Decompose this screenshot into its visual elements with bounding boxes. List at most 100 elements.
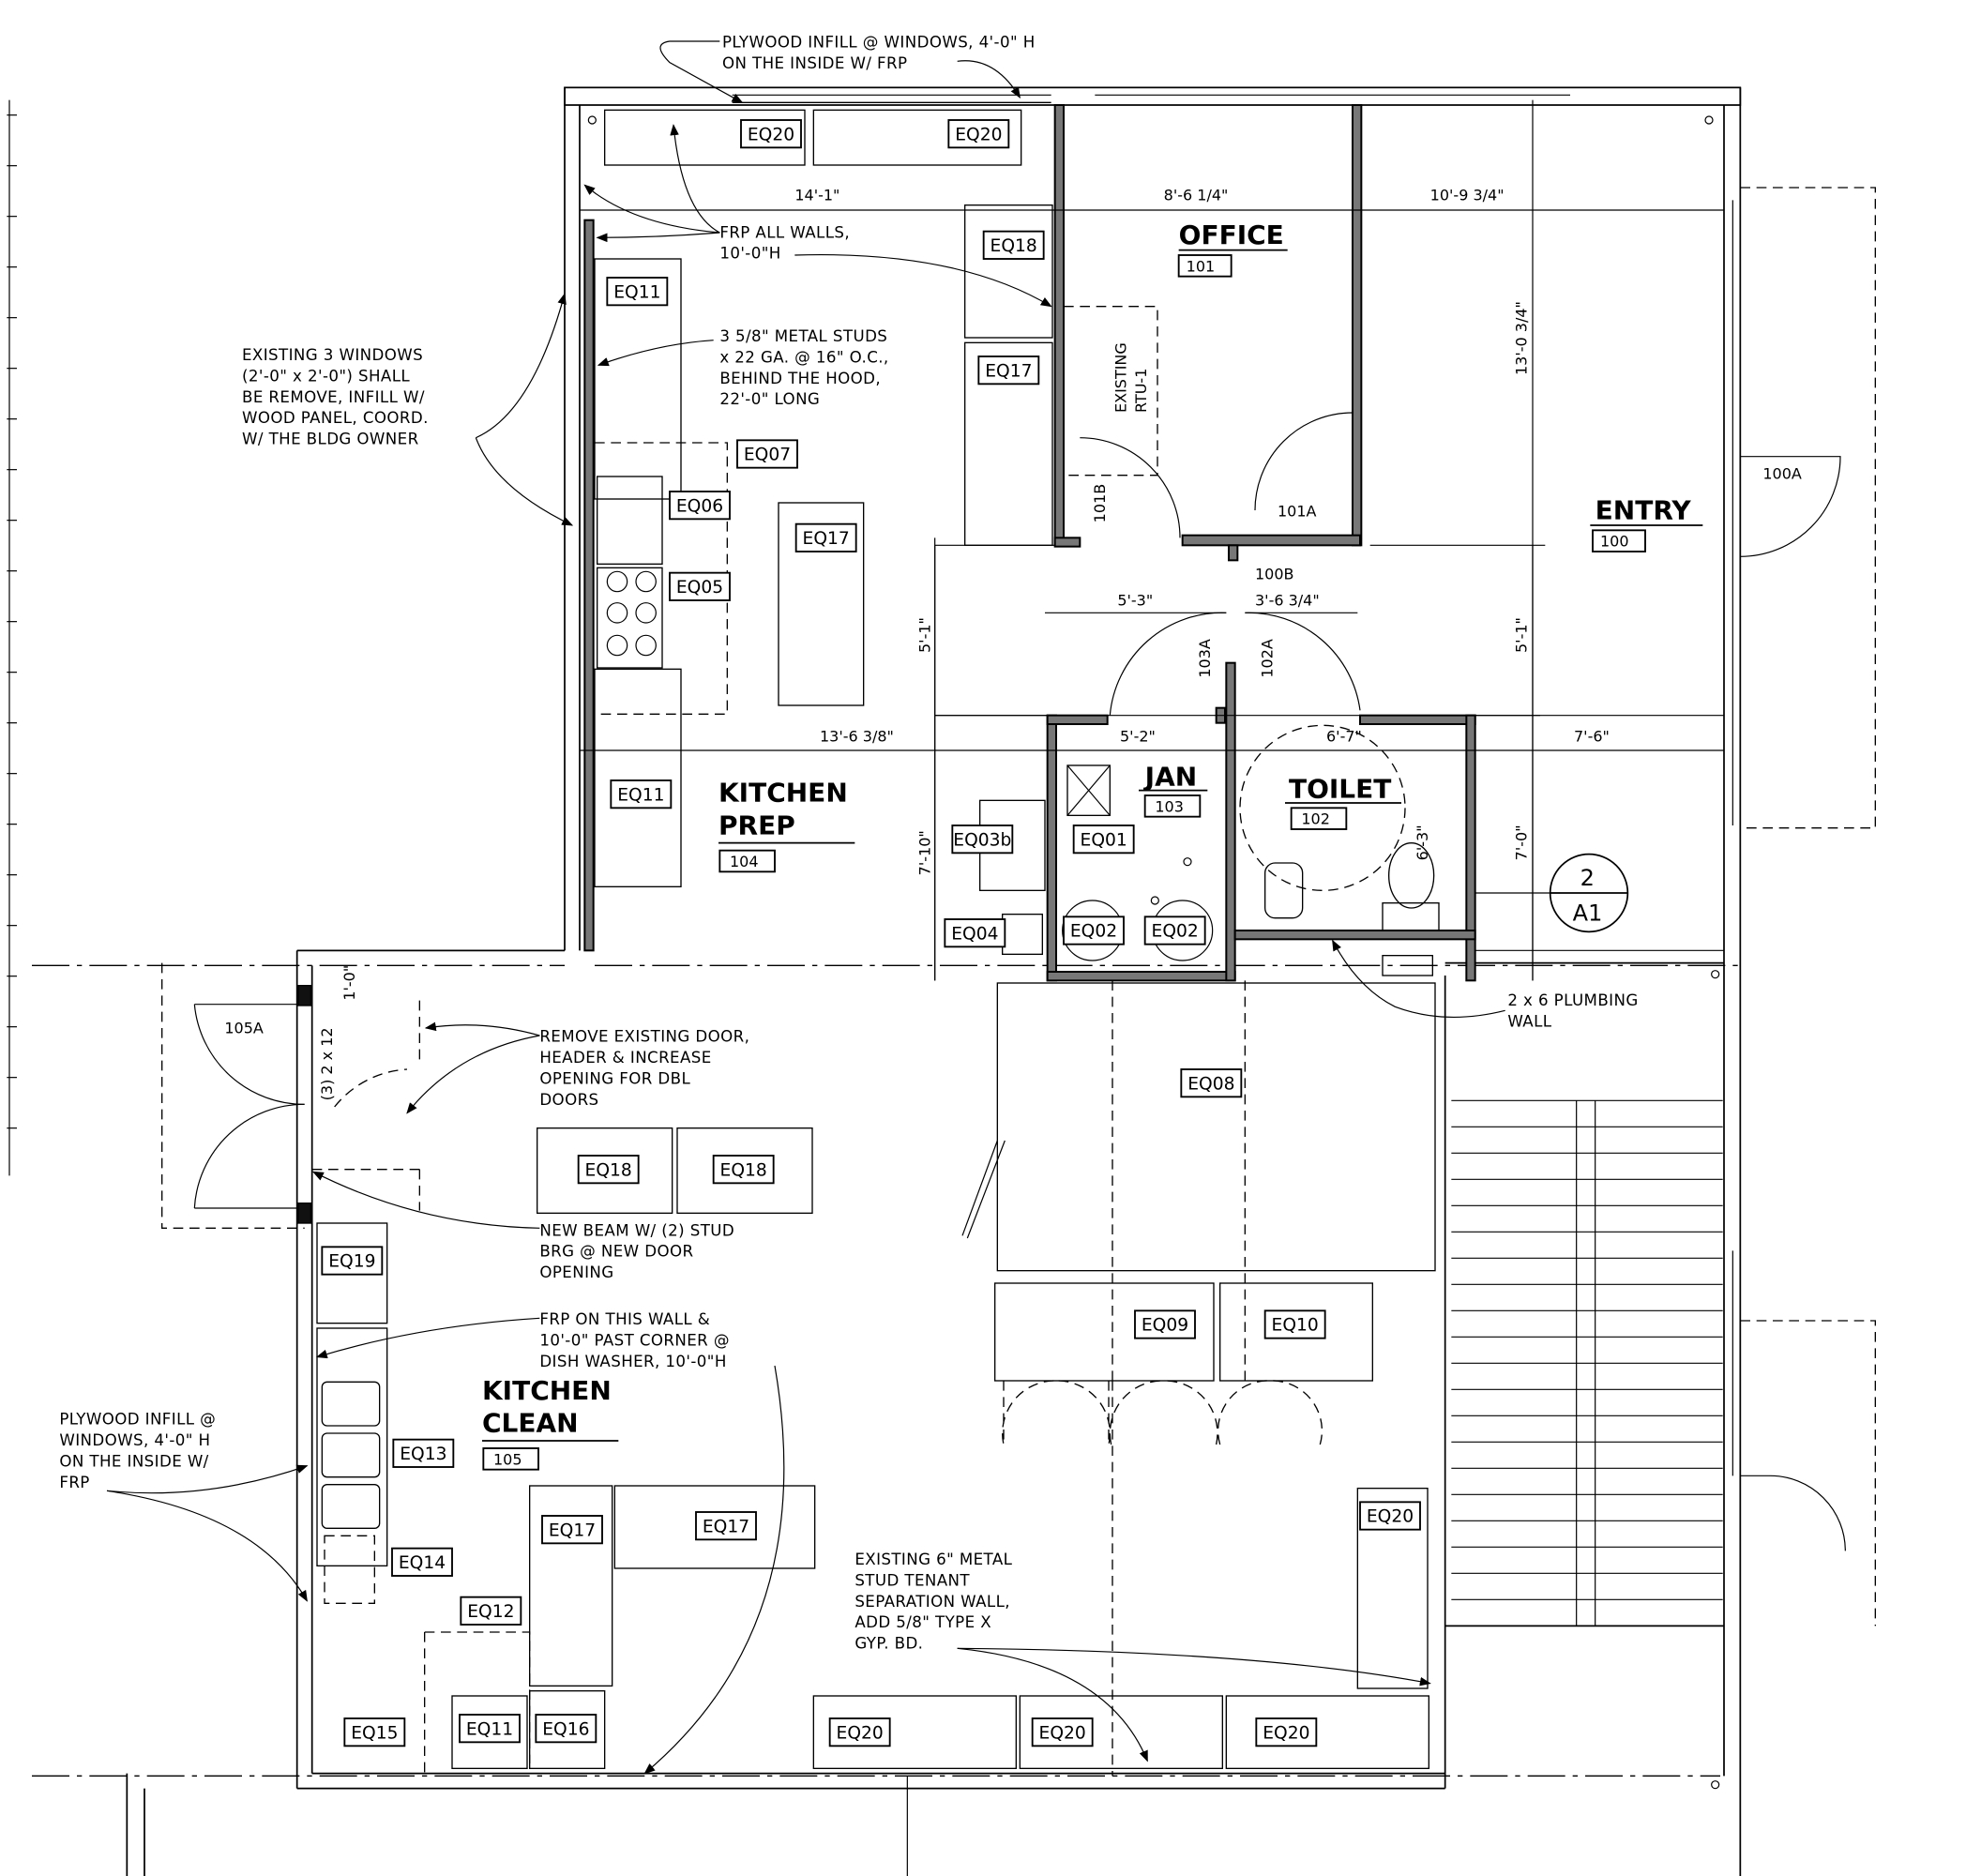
burner-icon <box>635 602 657 624</box>
equipment-tag-box <box>951 825 1014 855</box>
door-tag: 105A <box>224 1019 264 1036</box>
room-number: 105 <box>493 1450 522 1468</box>
room-name: JAN <box>1143 761 1198 792</box>
note-line: FRP <box>59 1474 89 1491</box>
equipment-tag: EQ03b <box>951 825 1014 855</box>
equipment-outlines <box>316 109 1723 1777</box>
equipment-tag-label: EQ11 <box>613 282 660 302</box>
note-line: BRG @ NEW DOOR <box>539 1243 693 1261</box>
door-tag: 100B <box>1255 565 1294 582</box>
note-line: STUD TENANT <box>854 1571 970 1589</box>
equipment-tag-box <box>541 1515 603 1545</box>
note-line: 10'-0" PAST CORNER @ <box>539 1331 730 1349</box>
equipment-tag-box <box>1063 915 1125 946</box>
note-line: ADD 5/8" TYPE X <box>854 1613 991 1631</box>
exterior-walls <box>32 86 1876 1876</box>
dimension: 5'-1" <box>1512 617 1530 653</box>
note-line: FRP ON THIS WALL & <box>539 1310 710 1328</box>
door-tag: 102A <box>1259 639 1277 678</box>
equipment-tag: EQ04 <box>944 918 1006 948</box>
equipment-tag-label: EQ20 <box>748 125 794 144</box>
equipment-tag-box <box>982 230 1045 260</box>
equipment-tag: EQ08 <box>1180 1068 1243 1098</box>
equipment-tag: EQ11 <box>459 1714 521 1744</box>
equipment-tag-label: EQ14 <box>399 1553 446 1573</box>
room-name: ENTRY <box>1595 494 1692 525</box>
svg-text:EXISTING: EXISTING <box>1112 342 1130 413</box>
equipment-tag-label: EQ05 <box>676 578 723 598</box>
equipment-tag-box <box>1255 1717 1318 1747</box>
dimension: 3'-6 3/4" <box>1255 591 1320 609</box>
equipment-tag: EQ10 <box>1263 1309 1326 1339</box>
note-line: OPENING <box>539 1263 613 1281</box>
equipment-tag-label: EQ11 <box>466 1719 513 1739</box>
note-plywood-top: PLYWOOD INFILL @ WINDOWS, 4'-0" HON THE … <box>722 34 1035 72</box>
section-marker[interactable]: 2 A1 <box>1549 853 1629 933</box>
note-line: 22'-0" LONG <box>719 390 820 408</box>
equipment-tag-box <box>1263 1309 1326 1339</box>
equipment-tag-box <box>460 1596 522 1626</box>
equipment-tag-box <box>391 1547 453 1577</box>
equipment-tag-box <box>669 491 731 521</box>
equipment-tag-box <box>1134 1309 1196 1339</box>
note-line: EXISTING 6" METAL <box>854 1551 1012 1568</box>
equipment-tag-box <box>944 918 1006 948</box>
note-leaders <box>106 40 1505 1775</box>
equipment-tag: EQ19 <box>321 1246 384 1276</box>
room-toilet: TOILET 102 <box>1284 774 1401 830</box>
dimension-lines <box>934 545 1724 981</box>
room-number: 101 <box>1187 257 1216 275</box>
dimension: 13'-0 3/4" <box>1512 301 1530 375</box>
equipment-tag-label: EQ02 <box>1070 922 1117 942</box>
equipment-tag: EQ17 <box>794 522 857 552</box>
room-kitchen-prep: KITCHEN PREP 104 <box>718 778 855 873</box>
equipment-tag: EQ20 <box>1255 1717 1318 1747</box>
note-frp-wall: FRP ON THIS WALL &10'-0" PAST CORNER @DI… <box>539 1310 730 1370</box>
burner-icon <box>635 634 657 657</box>
equipment-tag-label: EQ20 <box>1367 1507 1414 1527</box>
note-line: PLYWOOD INFILL @ <box>59 1411 216 1429</box>
note-line: FRP ALL WALLS, <box>719 223 850 241</box>
equipment-tag-label: EQ04 <box>951 924 998 944</box>
equipment-tag-label: EQ03b <box>953 830 1011 850</box>
note-line: DOORS <box>539 1091 598 1109</box>
existing-rtu-label: EXISTING RTU-1 <box>1112 342 1150 413</box>
room-entry: ENTRY 100 <box>1590 494 1703 552</box>
equipment-tag-label: EQ17 <box>549 1520 596 1540</box>
equipment-tag: EQ09 <box>1134 1309 1196 1339</box>
equipment-tag: EQ20 <box>1031 1717 1094 1747</box>
equipment-tag-label: EQ18 <box>720 1160 767 1180</box>
equipment-tag: EQ18 <box>712 1155 775 1185</box>
equipment-tag: EQ17 <box>695 1511 757 1541</box>
equipment-tag-box <box>1359 1501 1421 1531</box>
equipment-tag-box <box>1031 1717 1094 1747</box>
note-line: 10'-0"H <box>719 245 780 263</box>
note-line: WOOD PANEL, COORD. <box>242 409 429 427</box>
room-name: PREP <box>718 809 795 840</box>
equipment-tag-label: EQ17 <box>985 361 1032 381</box>
equipment-tag: EQ11 <box>606 277 669 307</box>
note-frp-all: FRP ALL WALLS, 10'-0"H <box>719 223 850 263</box>
dimension: 7'-6" <box>1574 728 1610 746</box>
equipment-tag: EQ20 <box>828 1717 891 1747</box>
door-tag: 101A <box>1278 503 1317 521</box>
equipment-tag-label: EQ12 <box>467 1602 514 1622</box>
room-kitchen-clean: KITCHEN CLEAN 105 <box>482 1375 619 1471</box>
note-line: EXISTING 3 WINDOWS <box>242 346 423 364</box>
room-number: 100 <box>1600 533 1629 551</box>
note-line: ON THE INSIDE W/ <box>59 1452 208 1470</box>
equipment-tag-box <box>321 1246 384 1276</box>
note-line: GYP. BD. <box>854 1635 923 1653</box>
equipment-tag: EQ17 <box>977 356 1040 386</box>
equipment-tag: EQ02 <box>1143 915 1206 946</box>
door-tag: 100A <box>1762 465 1802 483</box>
beam-size: (3) 2 x 12 <box>318 1027 336 1100</box>
equipment-tag-box <box>947 119 1010 149</box>
note-line: WINDOWS, 4'-0" H <box>59 1431 210 1449</box>
note-remove-door: REMOVE EXISTING DOOR,HEADER & INCREASEOP… <box>539 1028 749 1109</box>
equipment-tag-label: EQ10 <box>1272 1316 1319 1336</box>
equipment-tag-box <box>1180 1068 1243 1098</box>
room-name: KITCHEN <box>482 1375 612 1406</box>
equipment-tag-label: EQ18 <box>991 236 1037 256</box>
